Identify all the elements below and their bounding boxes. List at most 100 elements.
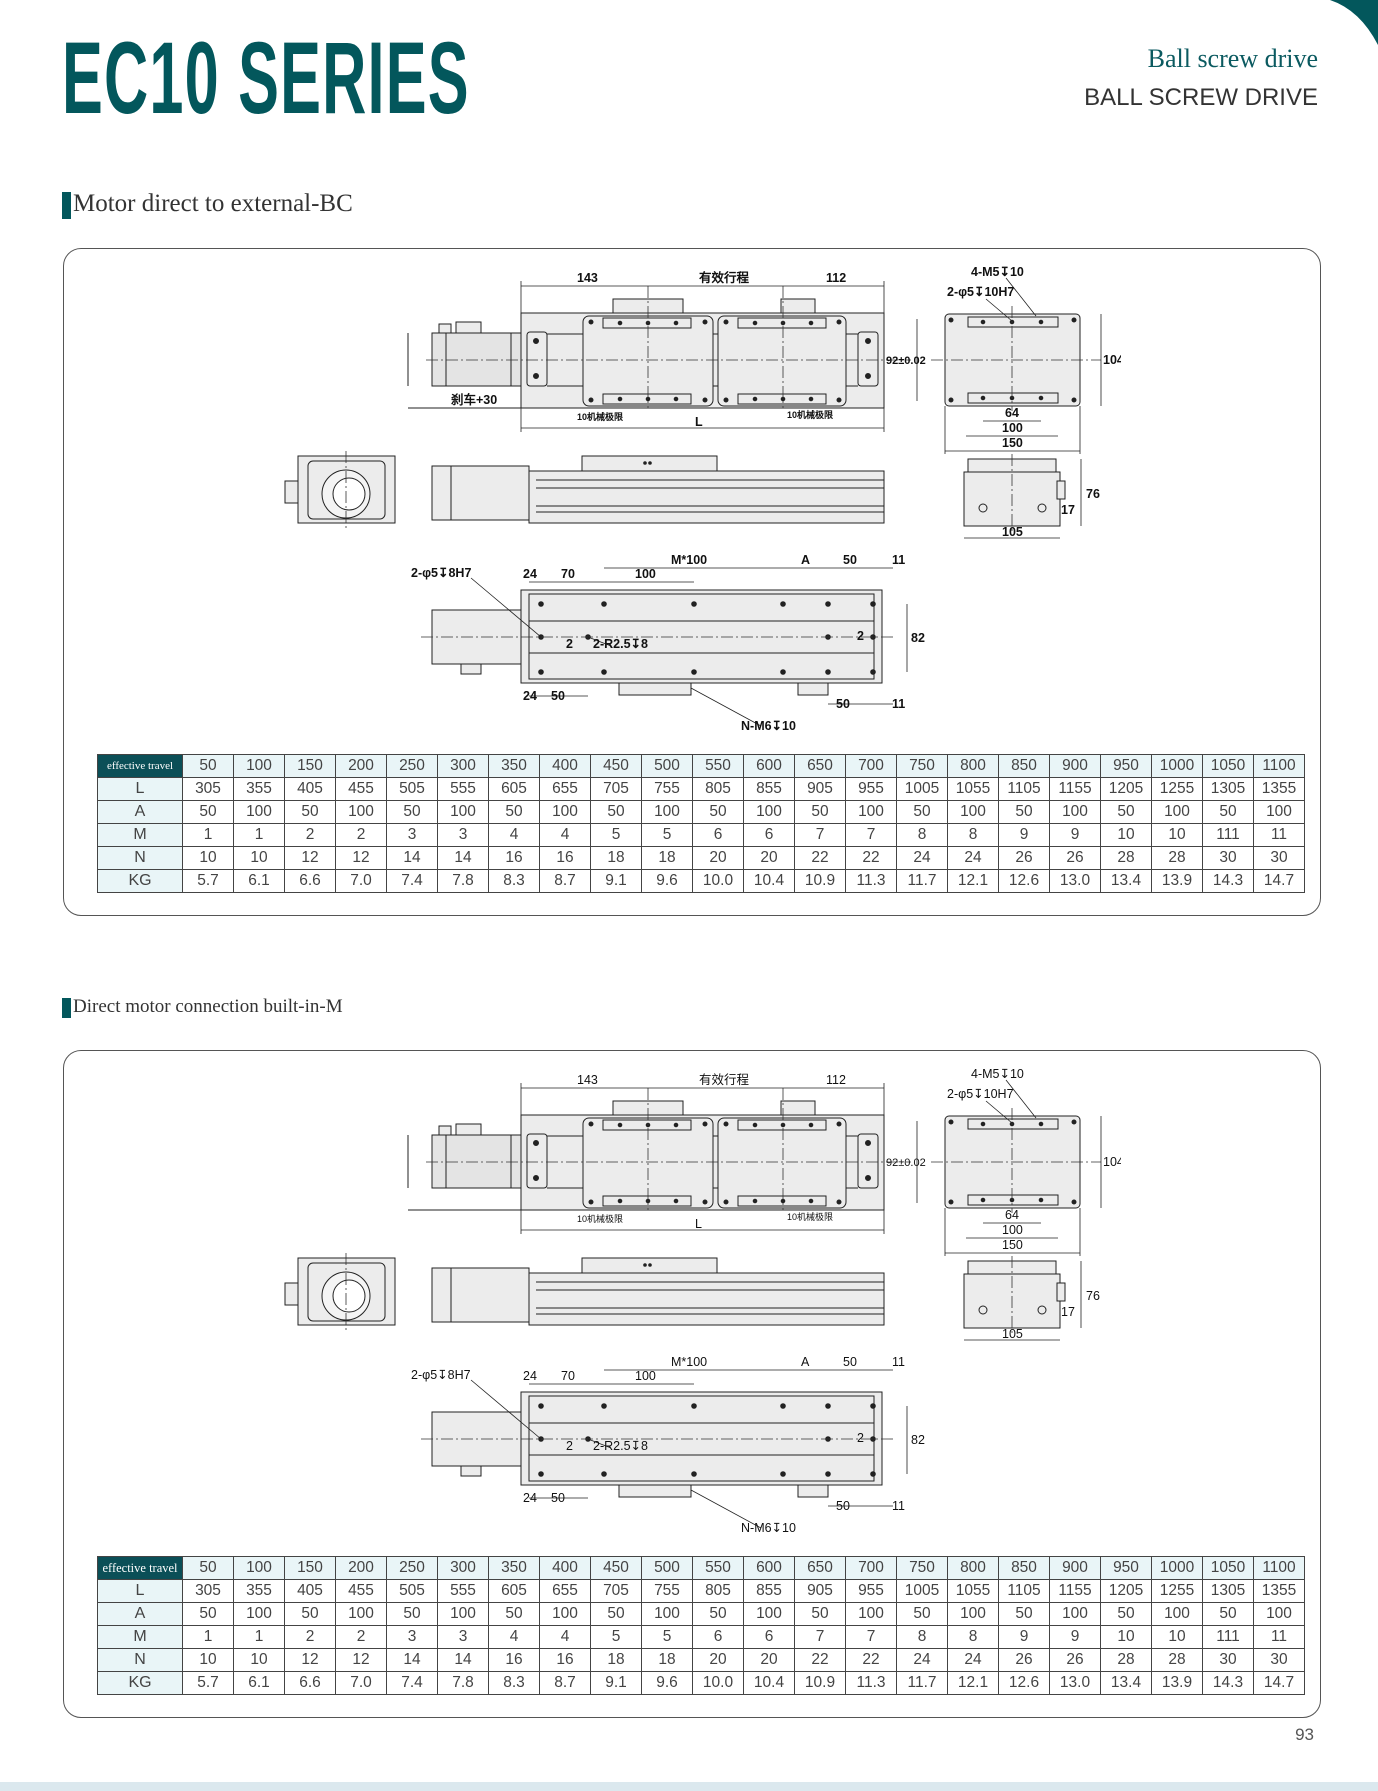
row-label: effective travel	[97, 1556, 183, 1580]
table-cell: 1	[233, 1625, 285, 1649]
table-cell: 550	[692, 754, 744, 778]
table-cell: 4	[488, 1625, 540, 1649]
dim-effective-stroke: 有效行程	[699, 270, 750, 285]
table-cell: 50	[386, 800, 438, 824]
table-cell: 1055	[947, 1579, 999, 1603]
table-cell: 8	[896, 1625, 948, 1649]
table-cell: 10	[233, 846, 285, 870]
table-cell: 905	[794, 777, 846, 801]
dim-76: 76	[1086, 1289, 1100, 1303]
dim-pin-holes-10: 2-φ5↧10H7	[947, 1087, 1014, 1101]
table-cell: 50	[794, 800, 846, 824]
table-cell: 100	[437, 1602, 489, 1626]
row-label: effective travel	[97, 754, 183, 778]
dim-b24: 24	[523, 567, 537, 581]
table-cell: 450	[590, 754, 642, 778]
table-cell: 1005	[896, 1579, 948, 1603]
technical-drawing: 143 有效行程 112 4-M5↧10 2-φ5↧10H7 92±0.02 1…	[284, 265, 1121, 733]
table-cell: 100	[1049, 1602, 1101, 1626]
table-cell: 3	[386, 823, 438, 847]
table-cell: 50	[488, 1602, 540, 1626]
limit-left: 10机械极限	[577, 411, 624, 422]
dim-112: 112	[826, 271, 846, 285]
row-label: KG	[97, 1671, 183, 1695]
table-cell: 10	[233, 1648, 285, 1672]
table-cell: 50	[386, 1602, 438, 1626]
table-cell: 1050	[1202, 754, 1254, 778]
table-cell: 50	[1202, 800, 1254, 824]
table-cell: 8	[896, 823, 948, 847]
table-cell: 50	[896, 800, 948, 824]
table-cell: 5	[641, 823, 693, 847]
table-cell: 10	[1100, 823, 1152, 847]
dim-pin-holes-8: 2-φ5↧8H7	[411, 1368, 471, 1382]
table-cell: 100	[947, 1602, 999, 1626]
bottom-view	[431, 1391, 883, 1498]
table-cell: 500	[641, 1556, 693, 1580]
table-cell: 22	[845, 1648, 897, 1672]
dim-76: 76	[1086, 487, 1100, 501]
table-cell: 100	[233, 1556, 285, 1580]
table-cell: 16	[539, 846, 591, 870]
table-cell: 650	[794, 1556, 846, 1580]
limit-right: 10机械极限	[787, 1211, 833, 1222]
dim-b100: 100	[635, 1369, 656, 1383]
table-cell: 1355	[1253, 777, 1305, 801]
table-cell: 20	[692, 1648, 744, 1672]
table-cell: 150	[284, 754, 336, 778]
table-cell: 9.6	[641, 1671, 693, 1695]
table-cell: 6	[743, 823, 795, 847]
table-cell: 20	[692, 846, 744, 870]
table-cell: 14.7	[1253, 869, 1305, 893]
table-cell: 111	[1202, 1625, 1254, 1649]
dim-17: 17	[1061, 503, 1075, 517]
table-cell: 805	[692, 777, 744, 801]
heading-bar	[62, 191, 71, 219]
dim-64: 64	[1005, 1208, 1019, 1222]
table-cell: 6.1	[233, 1671, 285, 1695]
table-cell: 400	[539, 1556, 591, 1580]
table-cell: 26	[998, 846, 1050, 870]
table-cell: 1105	[998, 1579, 1050, 1603]
table-cell: 605	[488, 777, 540, 801]
dimension-labels: 143 有效行程 112 4-M5↧10 2-φ5↧10H7 92±0.02 1…	[411, 265, 1121, 733]
table-cell: 650	[794, 754, 846, 778]
table-cell: 600	[743, 1556, 795, 1580]
table-cell: 14	[386, 846, 438, 870]
table-cell: 600	[743, 754, 795, 778]
table-cell: 1100	[1253, 754, 1305, 778]
table-cell: 2	[284, 1625, 336, 1649]
dim-82: 82	[911, 631, 925, 645]
table-cell: 26	[1049, 846, 1101, 870]
dim-m5-holes: 4-M5↧10	[971, 265, 1024, 279]
row-label: M	[97, 823, 183, 847]
page-number: 93	[1295, 1725, 1314, 1744]
table-cell: 18	[641, 846, 693, 870]
table-cell: 100	[335, 800, 387, 824]
table-cell: 5	[590, 823, 642, 847]
table-cell: 50	[896, 1602, 948, 1626]
dim-nm6: N-M6↧10	[741, 1521, 796, 1535]
dimension-labels: 143 有效行程 112 4-M5↧10 2-φ5↧10H7 92±0.02 1…	[411, 1067, 1121, 1535]
dim-pin-holes-8: 2-φ5↧8H7	[411, 566, 471, 580]
table-cell: 6.6	[284, 1671, 336, 1695]
table-cell: 50	[182, 754, 234, 778]
table-cell: 755	[641, 777, 693, 801]
side-view	[431, 455, 885, 524]
limit-left: 10机械极限	[577, 1213, 623, 1224]
table-cell: 1000	[1151, 754, 1203, 778]
table-cell: 9.1	[590, 869, 642, 893]
table-cell: 1100	[1253, 1556, 1305, 1580]
table-cell: 50	[692, 800, 744, 824]
table-cell: 11.7	[896, 1671, 948, 1695]
table-cell: 10.4	[743, 869, 795, 893]
table-cell: 24	[896, 846, 948, 870]
table-cell: 300	[437, 1556, 489, 1580]
table-cell: 50	[1202, 1602, 1254, 1626]
table-cell: 7.0	[335, 869, 387, 893]
table-cell: 100	[845, 800, 897, 824]
table-cell: 1355	[1253, 1579, 1305, 1603]
table-cell: 1105	[998, 777, 1050, 801]
table-cell: 2	[335, 1625, 387, 1649]
